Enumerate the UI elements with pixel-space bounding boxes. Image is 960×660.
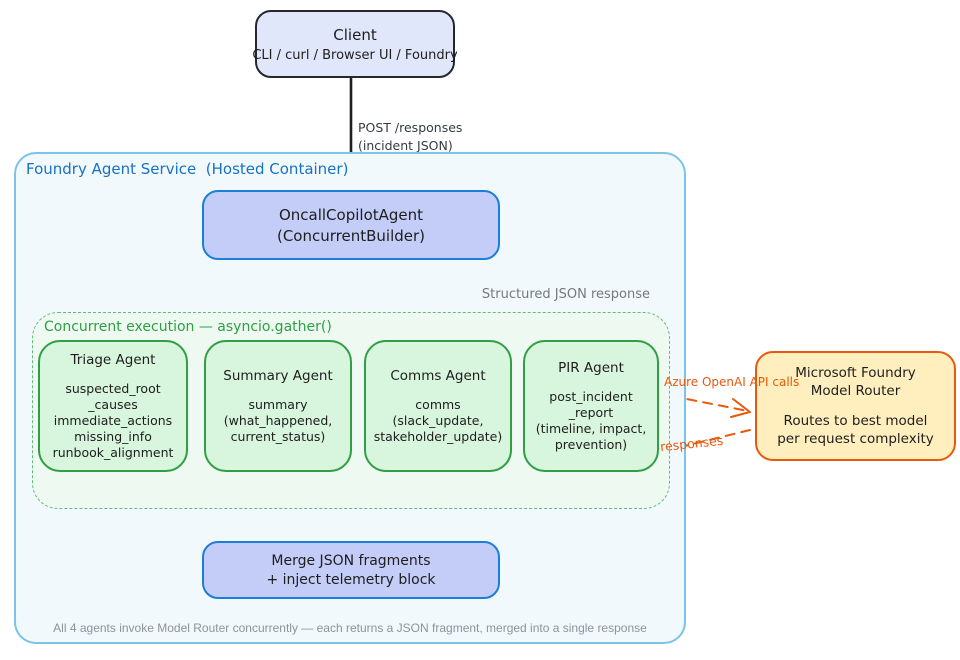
model-router-box: Microsoft Foundry Model Router Routes to… [755, 351, 956, 461]
client-subtitle: CLI / curl / Browser UI / Foundry [252, 47, 458, 63]
concurrent-group-label: Concurrent execution — asyncio.gather() [44, 319, 332, 335]
client-title: Client [333, 25, 377, 44]
agent-field-line: stakeholder_update) [373, 428, 503, 444]
agent-name: Summary Agent [223, 367, 333, 384]
agent-box-pir: PIR Agent post_incident _report (timelin… [523, 340, 659, 472]
model-router-desc-line1: Routes to best model [783, 413, 928, 429]
orchestrator-line1: OncallCopilotAgent [278, 205, 424, 224]
agent-name: Triage Agent [70, 351, 156, 368]
agent-fields: summary (what_happened, current_status) [224, 397, 333, 445]
agent-fields: suspected_root _causes immediate_actions… [53, 381, 174, 461]
agent-fields: post_incident _report (timeline, impact,… [536, 389, 647, 453]
request-arrow-label-line2: (incident JSON) [358, 138, 453, 153]
agent-field-line: immediate_actions [53, 412, 173, 428]
merge-line1: Merge JSON fragments [271, 552, 431, 569]
agent-field-line: suspected_root [65, 380, 161, 396]
agent-field-line: missing_info [74, 428, 152, 444]
merge-box: Merge JSON fragments + inject telemetry … [202, 541, 500, 599]
model-router-title-line2: Model Router [810, 383, 901, 399]
agent-field-line: summary [248, 396, 308, 412]
agent-field-line: comms [415, 396, 461, 412]
model-router-title-line1: Microsoft Foundry [795, 365, 916, 381]
footer-note: All 4 agents invoke Model Router concurr… [53, 621, 647, 635]
agent-field-line: _report [568, 404, 614, 420]
agent-name: Comms Agent [390, 367, 486, 384]
agent-box-summary: Summary Agent summary (what_happened, cu… [204, 340, 352, 472]
model-router-desc-line2: per request complexity [777, 431, 934, 447]
orchestrator-box: OncallCopilotAgent (ConcurrentBuilder) [202, 190, 500, 260]
request-arrow-label-line1: POST /responses [358, 120, 463, 135]
agent-field-line: _causes [88, 396, 138, 412]
request-arrow-label: POST /responses (incident JSON) [358, 119, 462, 155]
agent-fields: comms (slack_update, stakeholder_update) [374, 397, 503, 445]
agent-box-comms: Comms Agent comms (slack_update, stakeho… [364, 340, 512, 472]
agent-field-line: post_incident [549, 388, 633, 404]
model-router-title: Microsoft Foundry Model Router [795, 364, 916, 400]
agent-field-line: runbook_alignment [52, 444, 174, 460]
agent-name: PIR Agent [558, 359, 624, 376]
agent-field-line: prevention) [554, 436, 628, 452]
orchestrator-line2: (ConcurrentBuilder) [276, 226, 426, 245]
agent-box-triage: Triage Agent suspected_root _causes imme… [38, 340, 188, 472]
agent-field-line: (timeline, impact, [535, 420, 647, 436]
structured-response-label: Structured JSON response [481, 287, 650, 302]
agent-field-line: (what_happened, [223, 412, 333, 428]
agent-field-line: (slack_update, [392, 412, 484, 428]
api-calls-arrow-label: Azure OpenAI API calls [664, 375, 800, 389]
merge-line2: + inject telemetry block [266, 571, 436, 588]
model-router-description: Routes to best model per request complex… [777, 412, 934, 448]
agent-field-line: current_status) [230, 428, 326, 444]
client-box: Client CLI / curl / Browser UI / Foundry [252, 10, 458, 78]
service-title: Foundry Agent Service (Hosted Container) [26, 160, 349, 178]
